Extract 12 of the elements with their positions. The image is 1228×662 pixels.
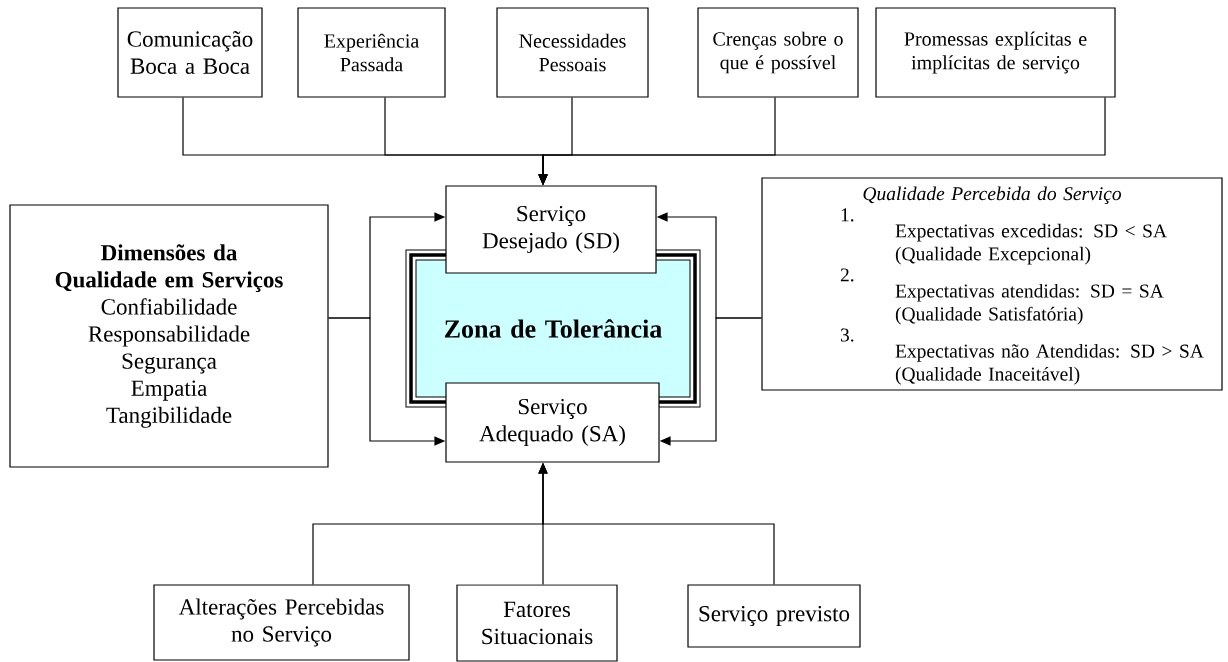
process-box: Experiência Passada (297, 7, 446, 98)
process-box: Serviço Adequado (SA) (445, 382, 660, 463)
process-box: Promessas explícitas e implícitas de serviço (875, 7, 1116, 98)
list-box: Dimensões da Qualidade em Serviços Confiabilidade Responsabilidade Segurança Empatia Tangibilidade (9, 204, 329, 468)
process-box: Alterações Percebidas no Serviço (153, 584, 410, 661)
process-box: Serviço Desejado (SD) (445, 185, 657, 274)
list-box: Qualidade Percebida do Serviço 1. Expectativas excedidas: SD < SA (Qualidade Excepcional) 2. Expectativas atendidas: SD = SA (Qualidade Satisfatória) 3. Expectativas não Atendidas: SD > SA (Qualidade Inaceitável) (761, 177, 1223, 391)
process-box: Necessidades Pessoais (496, 7, 649, 98)
process-box: Serviço previsto (687, 584, 861, 648)
process-box: Fatores Situacionais (456, 584, 618, 662)
process-box: Crenças sobre o que é possível (697, 7, 859, 98)
process-box: Comunicação Boca a Boca (117, 7, 263, 98)
